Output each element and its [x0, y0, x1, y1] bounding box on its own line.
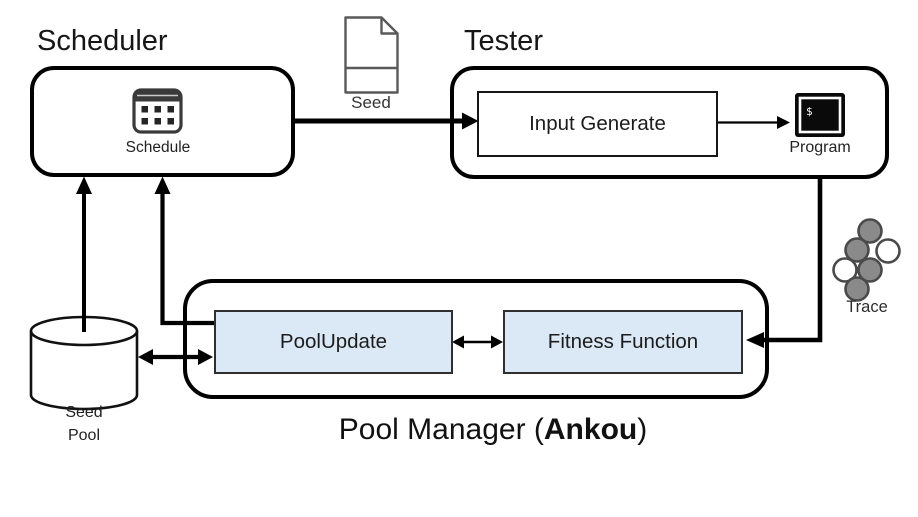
- arrow-seedpool-poolupdate: [138, 349, 213, 365]
- pool-manager-title-ankou: Ankou: [543, 413, 638, 446]
- program-terminal-icon: $: [795, 93, 845, 137]
- program-label: Program: [789, 139, 851, 156]
- seed-label: Seed: [351, 93, 391, 112]
- pool-manager-title-suffix: ): [637, 413, 648, 446]
- scheduler-title: Scheduler: [37, 25, 168, 57]
- seed-pool-label-line2: Pool: [67, 427, 101, 445]
- trace-label: Trace: [846, 298, 888, 316]
- arrow-program-to-fitness: [746, 178, 823, 348]
- schedule-calendar-icon: [132, 88, 183, 134]
- scheduler-container: [30, 66, 295, 177]
- pool-manager-container: [183, 279, 769, 399]
- arrow-seedpool-to-scheduler: [76, 176, 92, 332]
- arrow-poolupdate-fitness: [452, 335, 503, 349]
- seed-pool-label: Seed Pool: [44, 401, 124, 447]
- seed-pool-label-line1: Seed: [65, 404, 103, 421]
- pool-update-module: PoolUpdate: [214, 310, 453, 374]
- input-generate-module: Input Generate: [477, 91, 718, 157]
- fitness-function-module: Fitness Function: [503, 310, 743, 374]
- tester-container: [450, 66, 889, 179]
- terminal-prompt: $: [806, 105, 813, 118]
- tester-title: Tester: [464, 25, 543, 57]
- trace-graph-icon: [832, 218, 901, 302]
- pool-manager-title: Pool Manager (Ankou): [250, 413, 736, 447]
- arrow-inputgenerate-to-program: [717, 116, 790, 129]
- pool-manager-title-prefix: Pool Manager (: [338, 413, 544, 446]
- seed-file-icon: [344, 16, 399, 94]
- schedule-label: Schedule: [125, 139, 191, 156]
- arrow-scheduler-to-inputgenerate: [293, 112, 479, 130]
- arrow-poolupdate-to-scheduler: [154, 176, 215, 326]
